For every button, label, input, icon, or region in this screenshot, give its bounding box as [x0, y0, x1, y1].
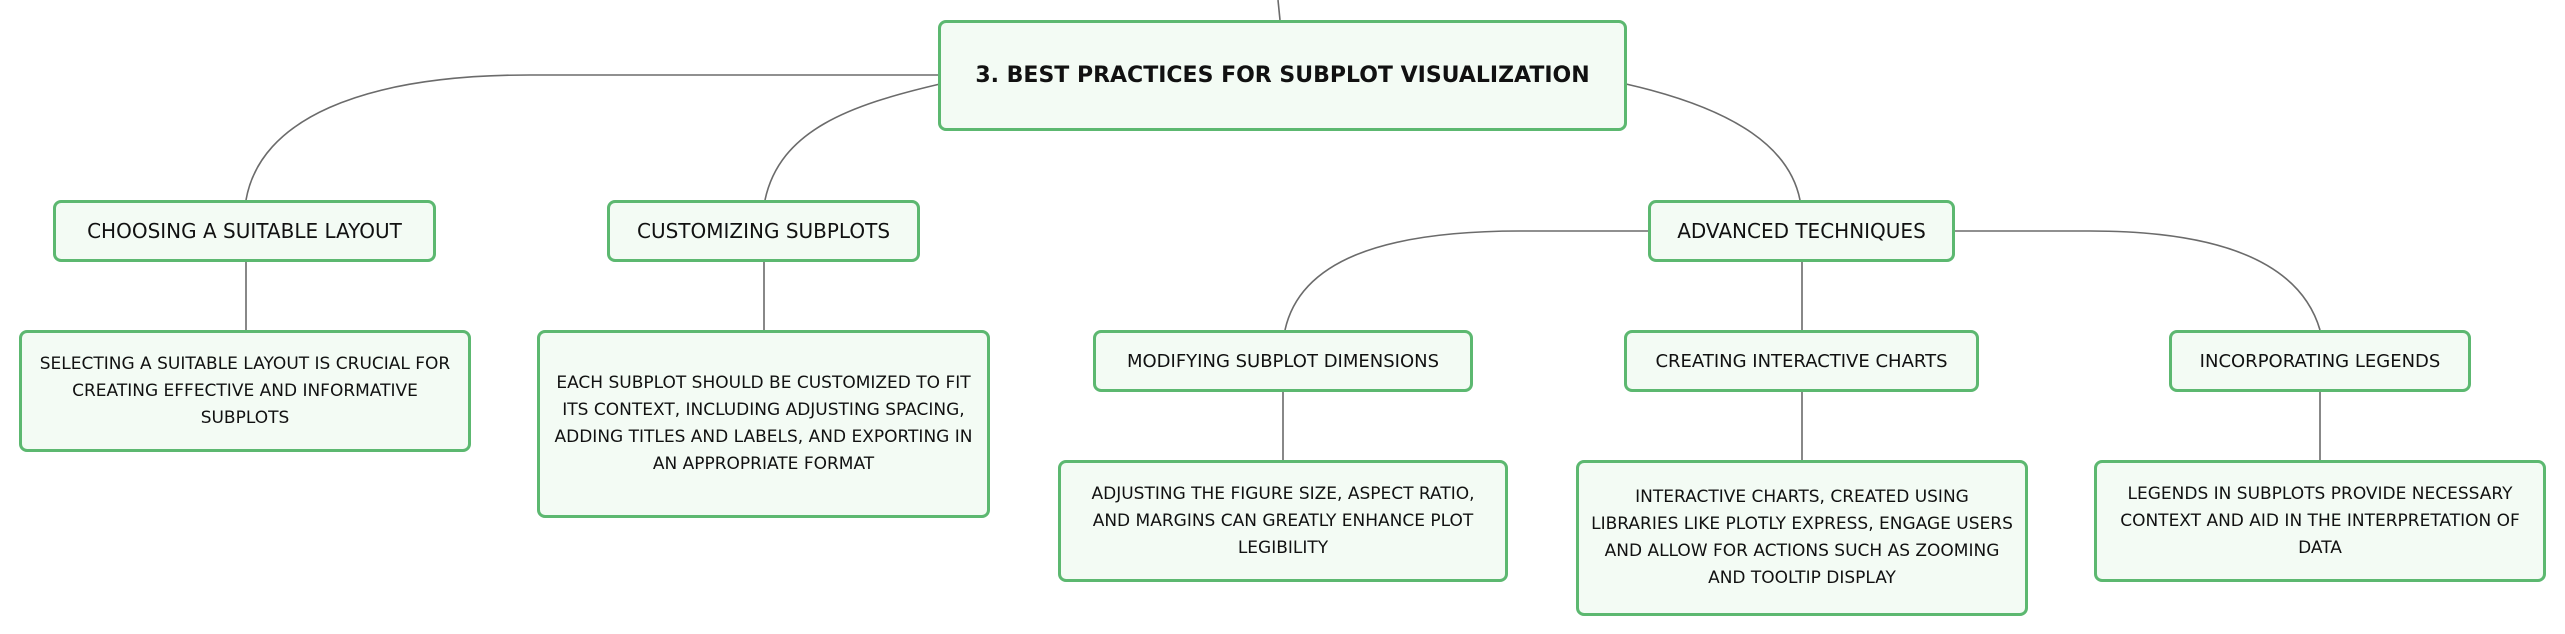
- topic-customizing-subplots-label: CUSTOMIZING SUBPLOTS: [636, 219, 891, 243]
- link-advanced-legends: [1955, 230, 2321, 331]
- link-root-customizing: [764, 83, 941, 201]
- note-incorporating-legends-text: LEGENDS IN SUBPLOTS PROVIDE NECESSARY CO…: [2120, 483, 2520, 558]
- link-root-advanced: [1625, 83, 1801, 201]
- link-root-layout: [245, 74, 940, 201]
- topic-choosing-layout[interactable]: CHOOSING A SUITABLE LAYOUT: [53, 200, 436, 262]
- note-choosing-layout-text: SELECTING A SUITABLE LAYOUT IS CRUCIAL F…: [39, 353, 451, 428]
- note-modifying-dimensions[interactable]: ADJUSTING THE FIGURE SIZE, ASPECT RATIO,…: [1058, 460, 1508, 582]
- subtopic-interactive-charts-label: CREATING INTERACTIVE CHARTS: [1655, 350, 1948, 372]
- root-topic[interactable]: 3. BEST PRACTICES FOR SUBPLOT VISUALIZAT…: [938, 20, 1627, 131]
- note-choosing-layout[interactable]: SELECTING A SUITABLE LAYOUT IS CRUCIAL F…: [19, 330, 471, 452]
- subtopic-incorporating-legends[interactable]: INCORPORATING LEGENDS: [2169, 330, 2471, 392]
- note-interactive-charts[interactable]: INTERACTIVE CHARTS, CREATED USING LIBRAR…: [1576, 460, 2028, 616]
- topic-advanced-techniques[interactable]: ADVANCED TECHNIQUES: [1648, 200, 1955, 262]
- topic-customizing-subplots[interactable]: CUSTOMIZING SUBPLOTS: [607, 200, 920, 262]
- note-interactive-charts-text: INTERACTIVE CHARTS, CREATED USING LIBRAR…: [1591, 487, 2013, 588]
- link-advanced-dimensions: [1284, 230, 1648, 331]
- subtopic-interactive-charts[interactable]: CREATING INTERACTIVE CHARTS: [1624, 330, 1979, 392]
- topic-choosing-layout-label: CHOOSING A SUITABLE LAYOUT: [87, 219, 402, 243]
- root-topic-label: 3. BEST PRACTICES FOR SUBPLOT VISUALIZAT…: [975, 63, 1590, 88]
- note-modifying-dimensions-text: ADJUSTING THE FIGURE SIZE, ASPECT RATIO,…: [1091, 483, 1475, 558]
- topic-advanced-techniques-label: ADVANCED TECHNIQUES: [1677, 219, 1926, 243]
- subtopic-modifying-dimensions[interactable]: MODIFYING SUBPLOT DIMENSIONS: [1093, 330, 1473, 392]
- subtopic-modifying-dimensions-label: MODIFYING SUBPLOT DIMENSIONS: [1126, 350, 1440, 372]
- subtopic-incorporating-legends-label: INCORPORATING LEGENDS: [2199, 350, 2441, 372]
- link-parent-root: [1277, 0, 1281, 21]
- note-incorporating-legends[interactable]: LEGENDS IN SUBPLOTS PROVIDE NECESSARY CO…: [2094, 460, 2546, 582]
- note-customizing-subplots[interactable]: EACH SUBPLOT SHOULD BE CUSTOMIZED TO FIT…: [537, 330, 990, 518]
- note-customizing-subplots-text: EACH SUBPLOT SHOULD BE CUSTOMIZED TO FIT…: [554, 373, 973, 474]
